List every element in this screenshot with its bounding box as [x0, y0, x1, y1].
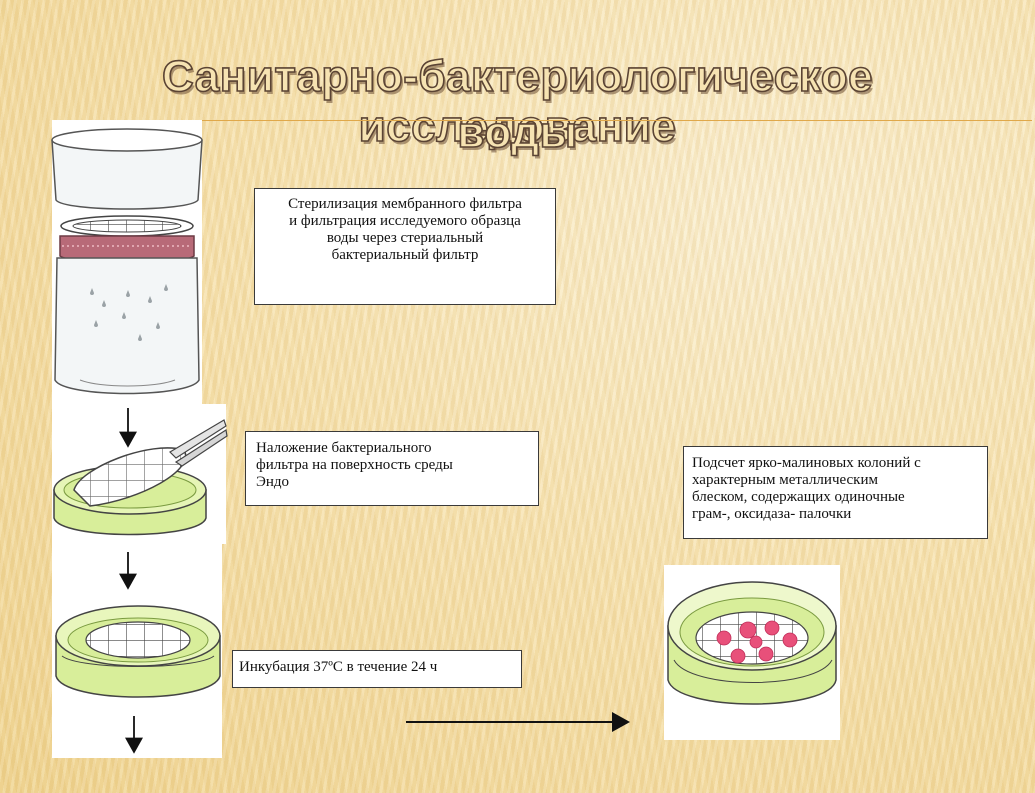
step-2-line: Наложение бактериального — [256, 440, 432, 456]
step-4-line: грам-, оксидаза- палочки — [692, 506, 852, 522]
page-title: Санитарно-бактериологическое исследовани… — [161, 51, 874, 152]
petri-dish-incubation-icon — [55, 605, 221, 698]
filter-funnel-icon — [51, 128, 203, 395]
step-1-line: и фильтрация исследуемого образца — [289, 213, 521, 229]
step-1-line: Стерилизация мембранного фильтра — [288, 196, 522, 212]
step-3-description: Инкубация 37ºС в течение 24 ч — [232, 650, 522, 688]
step-4-description: Подсчет ярко-малиновых колоний с характе… — [683, 446, 988, 539]
step-2-line: фильтра на поверхность среды — [256, 457, 453, 473]
step-4-line: Подсчет ярко-малиновых колоний с — [692, 455, 921, 471]
title-underline — [200, 120, 1032, 121]
page-title-line2: воды — [457, 107, 578, 158]
step-4-line: характерным металлическим — [692, 472, 878, 488]
step-3-line: Инкубация 37ºС в течение 24 ч — [239, 659, 438, 675]
step-4-line: блеском, содержащих одиночные — [692, 489, 905, 505]
step-2-description: Наложение бактериального фильтра на пове… — [245, 431, 539, 506]
step-1-line: бактериальный фильтр — [331, 247, 479, 263]
step-1-line: воды через стериальный — [326, 230, 484, 246]
step-2-line: Эндо — [256, 474, 290, 490]
petri-dish-colonies-icon — [667, 581, 837, 705]
step-1-description: Стерилизация мембранного фильтра и фильт… — [254, 188, 556, 305]
petri-dish-with-forceps-icon — [53, 419, 228, 536]
